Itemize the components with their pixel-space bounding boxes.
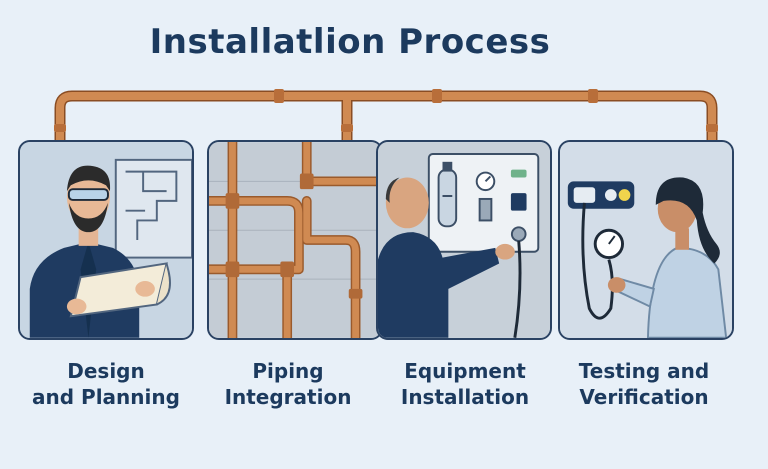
tester-with-gauge-icon: [560, 142, 732, 338]
technician-at-control-panel-icon: [378, 142, 550, 338]
engineer-with-blueprint-icon: [20, 142, 192, 338]
step-testing-panel: [558, 140, 734, 340]
step-piping-label: Piping Integration: [224, 359, 352, 409]
page-title: Installatlion Process: [149, 22, 551, 62]
step-design-panel: [18, 140, 194, 340]
step-equipment-panel: [376, 140, 552, 340]
step-piping-panel: [207, 140, 383, 340]
copper-pipes-icon: [209, 142, 381, 338]
step-equipment-label: Equipment Installation: [400, 359, 530, 409]
step-design-label: Design and Planning: [32, 359, 180, 409]
step-testing-label: Testing and Verification: [578, 359, 710, 409]
